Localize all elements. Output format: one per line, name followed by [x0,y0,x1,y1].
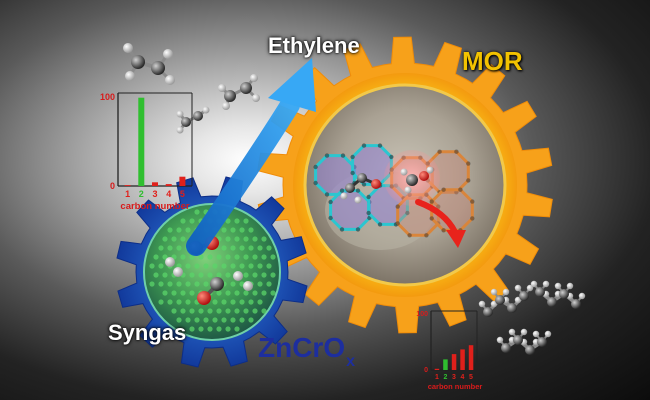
chart2-bar-3 [451,354,457,370]
chart2-xtick-2: 2 [444,374,448,381]
chart2-xtick-5: 5 [469,374,473,381]
chart1-bar-2 [138,97,145,186]
zncrox-label-main: ZnCrO [258,332,346,363]
zncrox-label: ZnCrOx [258,332,355,370]
zncrox-label-subscript: x [346,353,356,370]
chart2-bar-4 [460,349,465,370]
syngas-label: Syngas [108,320,187,345]
mor-label: MOR [462,46,523,76]
chart1-xtick-3: 3 [152,189,157,199]
chart1-xlabel: carbon number [120,201,189,212]
zeolite-ring [329,189,371,231]
chart1-bar-3 [152,182,158,186]
chart1-bar-4 [165,184,172,186]
zeolite-framework [313,143,475,238]
chart1-xtick-1: 1 [125,189,130,199]
chart2-xtick-4: 4 [461,374,465,381]
chart1-bar-1 [124,185,131,186]
red-arrow [415,199,466,248]
molecule-models [123,43,586,355]
chart1-ytick-bottom: 0 [110,181,115,191]
chart1-ytick-top: 100 [100,92,115,102]
chart2-ytick-top: 100 [416,311,428,318]
chart2-xlabel: carbon number [428,382,483,391]
chart2-bar-2 [443,359,448,370]
chart2-bar-5 [468,345,474,370]
ethylene-label: Ethylene [268,33,360,58]
chart2-ytick-bottom: 0 [424,367,428,374]
chart2-xtick-1: 1 [435,374,439,381]
chart2-bar-1 [434,368,440,370]
chart2-xtick-3: 3 [452,374,456,381]
chart1-bar-5 [179,176,186,186]
chart1-xtick-5: 5 [180,189,185,199]
blue-arrow [186,58,316,256]
chart1-xtick-4: 4 [166,189,171,199]
chart1-xtick-2: 2 [139,189,144,199]
